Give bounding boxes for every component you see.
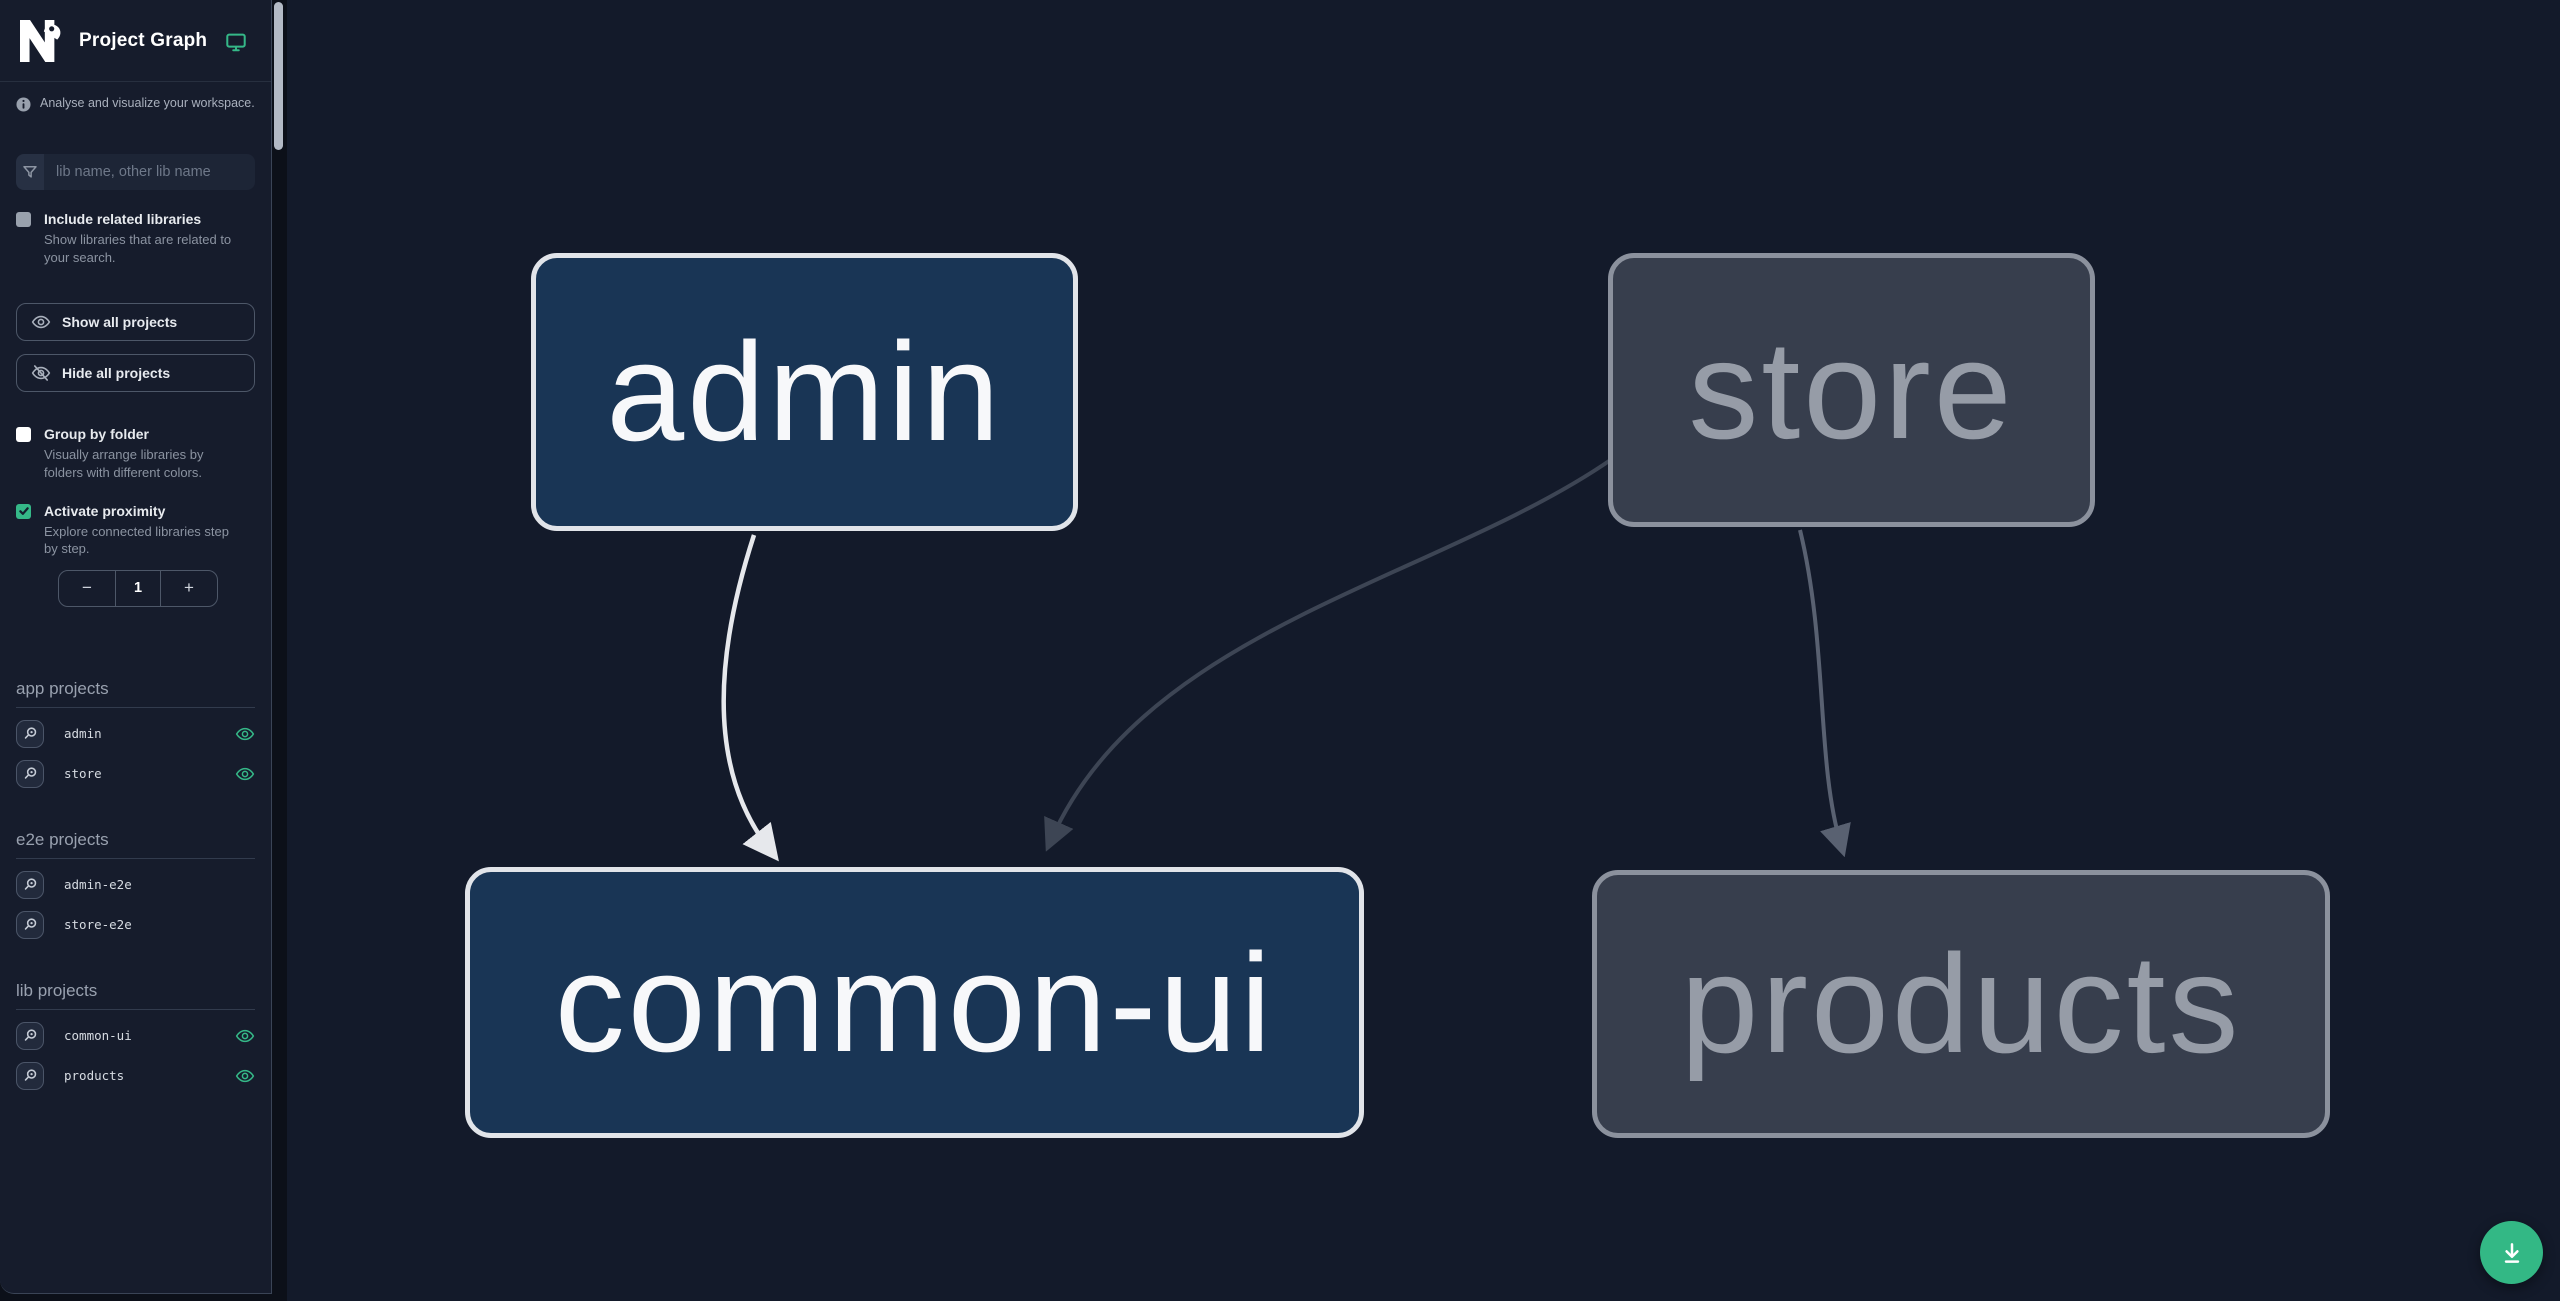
focus-icon [24,727,36,740]
section-title: lib projects [16,981,255,1010]
filter-input[interactable] [44,154,255,190]
group-by-folder-block: Group by folder Visually arrange librari… [16,425,255,481]
nx-logo [20,19,61,62]
section-lib-projects: lib projects common-ui [16,981,255,1090]
focus-project-button[interactable] [16,1061,44,1090]
visibility-eye-icon[interactable] [235,1066,255,1086]
eye-off-icon [31,365,51,382]
focus-project-button[interactable] [16,719,44,748]
section-title: e2e projects [16,830,255,859]
activate-proximity-block: Activate proximity Explore connected lib… [16,502,255,558]
download-graph-button[interactable] [2480,1221,2543,1284]
proximity-stepper: − 1 + [58,569,218,607]
project-name: admin [64,726,102,742]
tagline-text: Analyse and visualize your workspace. [40,96,255,110]
focus-project-button[interactable] [16,759,44,788]
monitor-icon [226,33,246,51]
project-name: store-e2e [64,917,132,933]
visibility-eye-icon[interactable] [235,724,255,744]
project-name: products [64,1068,125,1084]
section-app-projects: app projects admin [16,679,255,788]
project-name: common-ui [64,1028,132,1044]
show-all-projects-button[interactable]: Show all projects [16,303,255,342]
edge-store-to-products [1798,529,1851,858]
group-by-folder-checkbox[interactable] [16,427,31,443]
focus-project-button[interactable] [16,910,44,939]
hide-all-projects-button[interactable]: Hide all projects [16,354,255,393]
check-icon [18,507,29,516]
sidebar-header: Project Graph [0,0,271,82]
group-by-folder-description: Visually arrange libraries by folders wi… [44,447,204,481]
visibility-eye-icon[interactable] [235,1026,255,1046]
focus-project-button[interactable] [16,870,44,899]
project-filter [16,154,255,190]
sidebar-scrollbar-thumb[interactable] [274,2,283,150]
eye-icon [31,316,51,329]
activate-proximity-checkbox[interactable] [16,503,31,519]
section-e2e-projects: e2e projects admin-e2e st [16,830,255,939]
project-name: admin-e2e [64,877,132,893]
include-related-description: Show libraries that are related to your … [44,232,232,265]
download-icon [2504,1242,2519,1263]
graph-edges [721,457,1851,862]
focus-icon [24,878,36,891]
focus-icon [24,1029,36,1042]
project-row-products: products [16,1061,255,1090]
edge-store-to-common-ui [1044,457,1614,852]
edge-admin-to-common-ui [721,534,779,862]
funnel-icon [16,154,44,190]
page-title: Project Graph [79,29,208,51]
info-icon [16,97,31,112]
visibility-eye-icon[interactable] [235,764,255,784]
graph-node-products[interactable]: products [1592,870,2330,1138]
project-row-admin-e2e: admin-e2e [16,870,255,899]
show-all-label: Show all projects [62,314,178,331]
graph-node-admin[interactable]: admin [531,253,1078,531]
group-by-folder-label: Group by folder [44,426,149,443]
project-name: store [64,766,102,782]
proximity-value: 1 [115,570,161,606]
graph-node-common-ui[interactable]: common-ui [465,867,1364,1138]
hide-all-label: Hide all projects [62,365,171,382]
include-related-checkbox [16,212,31,227]
project-row-store-e2e: store-e2e [16,910,255,939]
sidebar: Project Graph Analyse and visualize your… [0,0,272,1294]
graph-canvas[interactable]: admin store common-ui products [287,0,2560,1301]
project-row-admin: admin [16,719,255,748]
proximity-increment-button[interactable]: + [161,571,217,606]
focus-icon [24,918,36,931]
graph-node-store[interactable]: store [1608,253,2095,527]
workspace-tagline: Analyse and visualize your workspace. [16,96,255,112]
include-related-label: Include related libraries [44,211,202,227]
section-title: app projects [16,679,255,708]
focus-icon [24,767,36,780]
include-related-block: Include related libraries Show libraries… [16,210,255,266]
focus-project-button[interactable] [16,1021,44,1050]
activate-proximity-description: Explore connected libraries step by step… [44,523,229,557]
proximity-decrement-button[interactable]: − [59,571,115,606]
project-row-common-ui: common-ui [16,1021,255,1050]
project-row-store: store [16,759,255,788]
activate-proximity-label: Activate proximity [44,502,166,519]
focus-icon [24,1069,36,1082]
